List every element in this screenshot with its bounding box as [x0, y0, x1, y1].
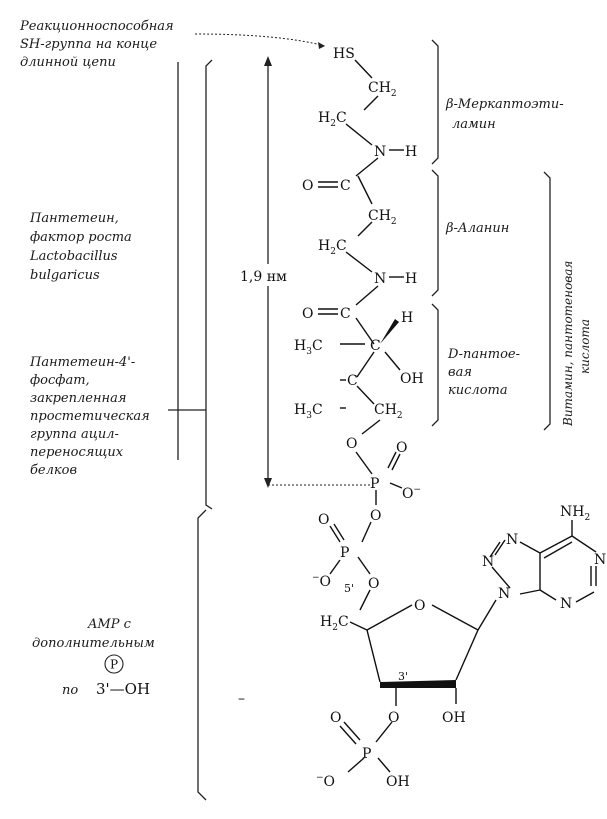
atom-ch2-1: CH2: [368, 80, 397, 99]
atom-nh2: NH2: [560, 504, 590, 523]
atom-o-amide-1: O: [302, 178, 313, 194]
stray-dash: –: [238, 691, 245, 707]
pantetheine-line4: bulgaricus: [30, 268, 100, 283]
structure-bonds: [318, 59, 597, 773]
atom-h3c-2: H3C: [294, 402, 323, 421]
atom-h-n2: H: [405, 271, 417, 287]
atom-c-chiral: C: [370, 338, 381, 354]
amp-line1: AMP с: [87, 617, 132, 632]
atom-o-double-2: O: [318, 512, 329, 528]
atom-oh-phosphate-3: OH: [386, 774, 410, 790]
amp-line4-prefix: по: [62, 683, 78, 698]
atom-n-2: N: [374, 271, 386, 287]
reactive-sh-line3: длинной цепи: [20, 55, 116, 70]
amp-bracket: [197, 509, 207, 801]
atom-o-minus-3: −O: [316, 773, 335, 790]
atom-h2c-1: H2C: [318, 110, 347, 129]
atom-o-ester-1: O: [346, 436, 357, 452]
atom-h3c-1: H3C: [294, 338, 323, 357]
p4p-line2: фосфат,: [30, 373, 90, 388]
p4p-line4: простетическая: [30, 409, 150, 424]
atom-n1: N: [594, 552, 606, 568]
amp-line2: дополнительным: [32, 636, 155, 651]
atom-c-amide-2: C: [340, 306, 351, 322]
atom-p-2: P: [340, 545, 349, 561]
pantetheine-line3: Lactobacillus: [29, 249, 118, 264]
atom-oh-pantoic: OH: [400, 371, 424, 387]
atom-hs: HS: [333, 46, 355, 62]
p4p-line7: белков: [30, 463, 77, 478]
atom-n3: N: [560, 596, 572, 612]
atom-h-chiral: H: [401, 310, 413, 326]
p4p-line3: закрепленная: [30, 391, 126, 406]
pantoic-acid-line2: вая: [448, 365, 472, 380]
atom-ch2-2: CH2: [368, 208, 397, 227]
vitamin-label-line1: Витамин, пантотеновая: [561, 261, 575, 427]
pantoic-acid-line3: кислота: [448, 383, 508, 398]
beta-alanine-bracket: [431, 169, 439, 297]
atom-p-1: P: [370, 476, 379, 492]
atom-h2c-2: H2C: [318, 238, 347, 257]
atom-o-3-prime: O: [388, 710, 399, 726]
pantetheine-line1: Пантетеин,: [29, 211, 119, 226]
reactive-sh-annotation: Реакционноспособная SH-группа на конце д…: [19, 19, 326, 70]
p4p-line6: переносящих: [30, 445, 124, 460]
length-label-background: [234, 264, 304, 286]
beta-alanine-label: β-Аланин: [445, 221, 509, 236]
pantetheine-annotation: Пантетеин, фактор роста Lactobacillus bu…: [29, 211, 132, 283]
ribose-bold-bond: [380, 680, 456, 688]
atom-h2c-ribose: H2C: [320, 614, 349, 633]
atom-o-bridge: O: [370, 508, 381, 524]
pantetheine-line2: фактор роста: [30, 230, 132, 245]
left-brackets: 1,9 нм: [168, 56, 372, 801]
atom-o-5-prime: O: [368, 576, 379, 592]
atom-o-ribose: O: [414, 598, 425, 614]
amp-line4-oh: 3'—OH: [96, 680, 150, 698]
mercaptoethylamine-line1: β-Меркаптоэти-: [445, 97, 564, 112]
pantoic-acid-bracket: [431, 303, 439, 427]
length-label: 1,9 нм: [240, 269, 287, 285]
length-arrowhead-top: [264, 56, 272, 66]
p4p-line5: группа ацил-: [30, 427, 119, 442]
mercaptoethylamine-line2: ламин: [452, 117, 496, 132]
atom-o-minus-2: −O: [312, 573, 331, 590]
pantoic-acid-line1: D-пантое-: [447, 347, 520, 362]
reactive-sh-line1: Реакционноспособная: [19, 19, 174, 34]
atom-c-amide-1: C: [340, 178, 351, 194]
pantetheine-phosphate-annotation: Пантетеин-4'- фосфат, закрепленная прост…: [29, 355, 150, 478]
pantothenic-acid-bracket: [543, 171, 551, 431]
label-5-prime: 5': [344, 582, 354, 595]
amp-annotation: AMP с дополнительным P по 3'—OH: [32, 617, 155, 698]
mercaptoethylamine-bracket: [431, 39, 439, 165]
wedge-bond-h: [380, 319, 399, 344]
structure-atom-labels: HS CH2 H2C N H O C CH2 H2C N H O C H C H…: [294, 46, 606, 790]
atom-c-quaternary: C: [347, 373, 358, 389]
length-arrowhead-bottom: [264, 478, 272, 488]
atom-o-double-1: O: [396, 440, 407, 456]
atom-h-n1: H: [405, 144, 417, 160]
atom-n-1: N: [374, 144, 386, 160]
right-brackets: β-Меркаптоэти- ламин β-Аланин D-пантое- …: [431, 39, 592, 431]
label-3-prime: 3': [398, 670, 408, 683]
reactive-sh-pointer: [194, 33, 326, 47]
circled-p-letter: P: [110, 658, 118, 672]
atom-o-amide-2: O: [302, 306, 313, 322]
atom-oh-2-prime: OH: [442, 710, 466, 726]
reactive-sh-line2: SH-группа на конце: [20, 37, 157, 52]
atom-ch2-pantoic: CH2: [374, 402, 403, 421]
circled-p-icon: [104, 654, 124, 674]
vitamin-label-line2: кислота: [578, 319, 592, 374]
pantetheine-phosphate-bracket: [205, 59, 213, 510]
atom-o-double-3: O: [330, 710, 341, 726]
atom-n7: N: [506, 532, 518, 548]
atom-o-minus-1: O−: [402, 485, 421, 502]
reactive-sh-pointer-arrowhead: [318, 42, 325, 49]
atom-n7-region: N: [482, 554, 494, 570]
p4p-line1: Пантетеин-4'-: [29, 355, 135, 370]
atom-p-3: P: [362, 746, 371, 762]
atom-n9: N: [498, 586, 510, 602]
